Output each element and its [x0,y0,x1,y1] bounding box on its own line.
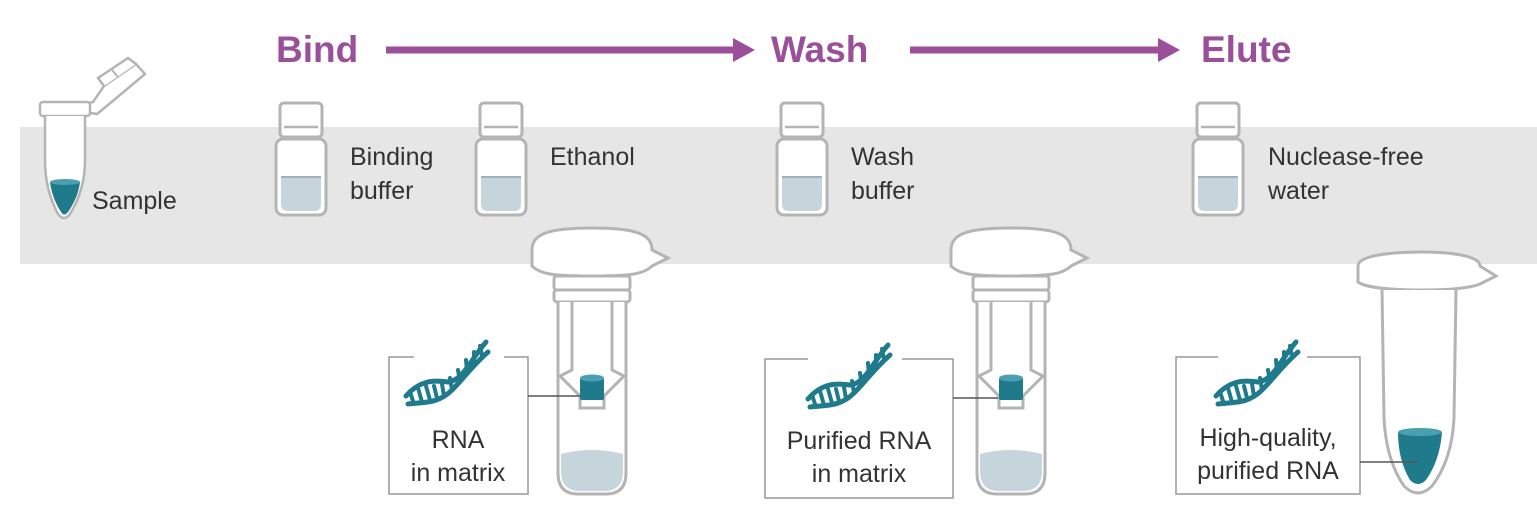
purified-rna-in-matrix-callout-box [764,358,954,499]
sample-label: Sample [92,187,177,215]
high-quality-rna-callout-box [1175,356,1361,495]
nuclease-free-water-label-line2: water [1267,177,1329,205]
reagent-vial-icon [1191,101,1245,217]
step-elute-title: Elute [1201,29,1291,70]
microtube-icon [38,56,147,220]
purified-rna-in-matrix-label-line2: in matrix [812,460,907,488]
rna-helix-icon [406,342,488,404]
step-bind-title: Bind [276,29,358,70]
ethanol-label: Ethanol [550,143,635,171]
rna-helix-icon [808,345,890,407]
rna-in-matrix-label-line2: in matrix [411,459,506,487]
rna-in-matrix-callout-box [388,356,529,495]
collection-tube-icon [1356,250,1500,495]
reagent-vial-icon [274,101,328,217]
purified-rna-in-matrix-label-line1: Purified RNA [787,427,932,455]
binding-buffer-label-line2: buffer [350,177,413,205]
right-arrow-icon [386,38,755,62]
wash-buffer-label-line2: buffer [851,177,914,205]
spin-column-icon [949,226,1089,496]
spin-column-icon [530,226,670,496]
rna-in-matrix-label-line1: RNA [432,426,485,454]
reagent-vial-icon [775,101,829,217]
wash-buffer-label-line1: Wash [851,143,914,171]
binding-buffer-label-line1: Binding [350,143,433,171]
high-quality-rna-label-line1: High-quality, [1199,424,1336,452]
high-quality-rna-label-line2: purified RNA [1197,457,1339,485]
right-arrow-icon [910,38,1180,62]
nuclease-free-water-label-line1: Nuclease-free [1268,143,1424,171]
rna-helix-icon [1216,342,1298,404]
step-wash-title: Wash [771,29,868,70]
reagent-vial-icon [474,101,528,217]
